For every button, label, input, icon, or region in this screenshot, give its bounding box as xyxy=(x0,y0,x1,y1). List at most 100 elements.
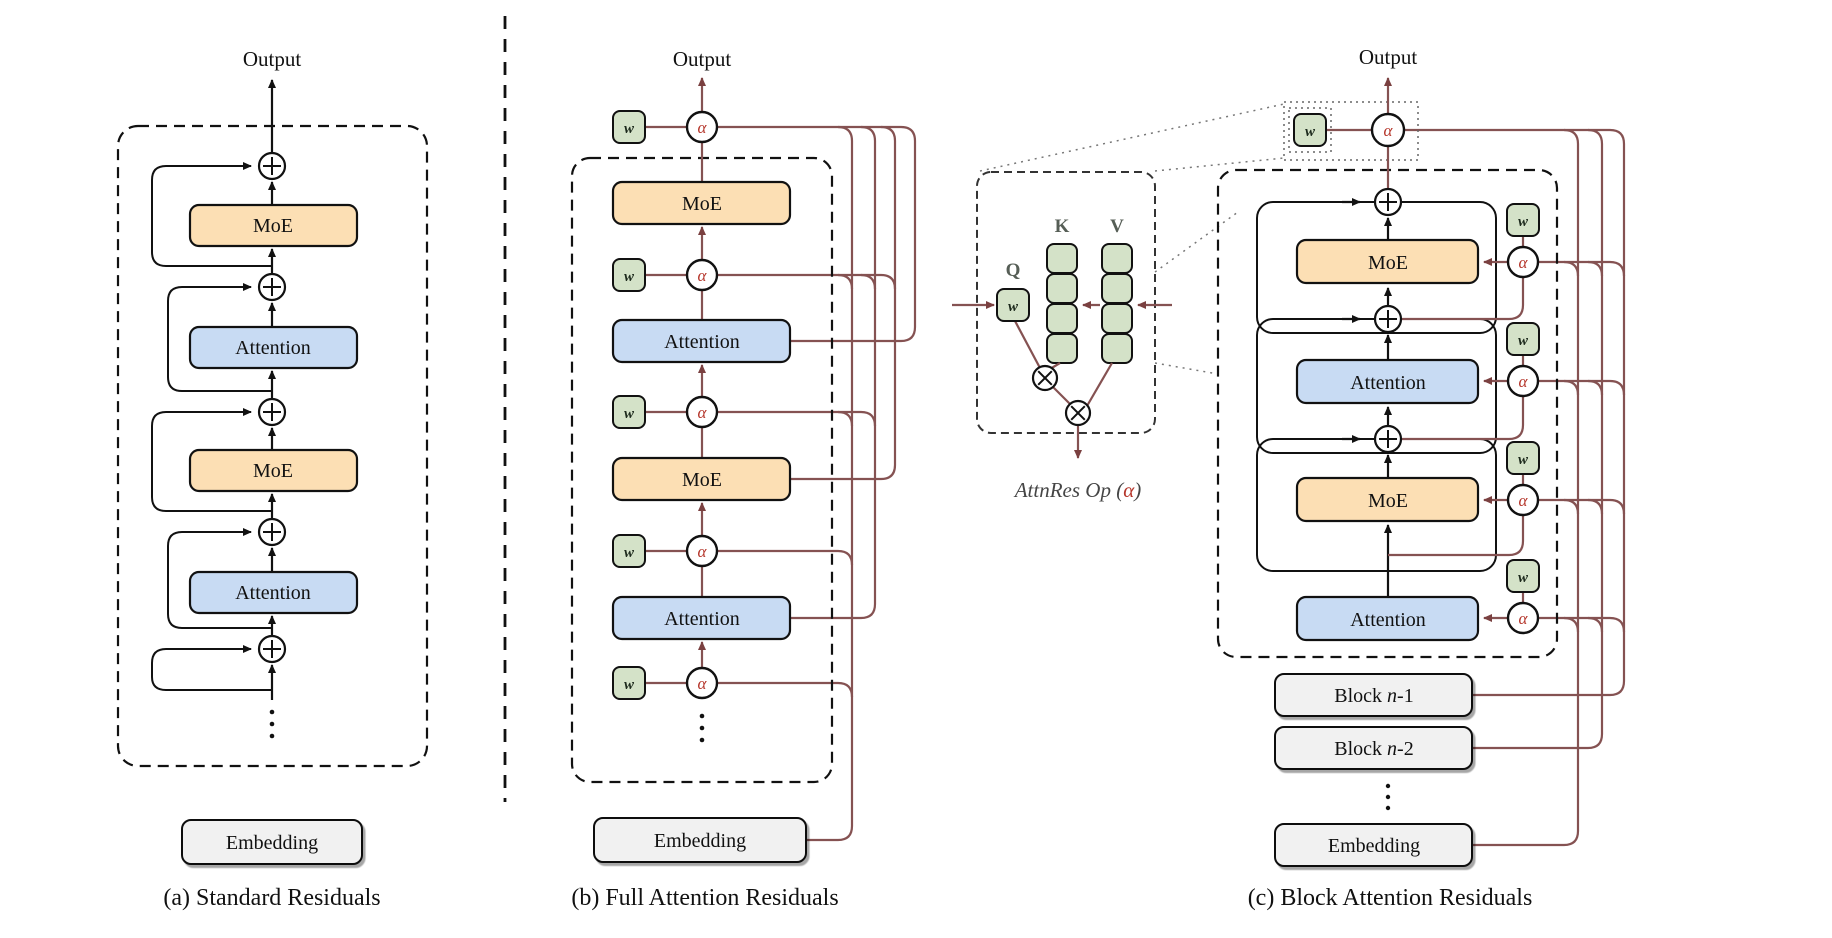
panel-a-wires xyxy=(151,79,276,700)
attention-label: Attention xyxy=(664,331,740,353)
w-gate: w xyxy=(1506,441,1540,475)
v-label: V xyxy=(1110,216,1124,237)
alpha-glyph: α xyxy=(1519,253,1529,272)
embedding-label: Embedding xyxy=(654,830,746,852)
attnres-detail: K V Q w AttnRes Op (α) xyxy=(952,103,1285,502)
w-glyph: w xyxy=(624,121,635,137)
multiply-node xyxy=(1064,399,1092,427)
w-gate-query: w xyxy=(996,288,1030,322)
detail-dashed-box xyxy=(976,171,1156,434)
attention-block: Attention xyxy=(611,318,792,364)
block-n1: Block n-1 xyxy=(1274,673,1473,717)
k-column xyxy=(1046,243,1078,364)
moe-label: MoE xyxy=(682,469,722,491)
add-node xyxy=(1373,304,1403,334)
v-column xyxy=(1101,243,1133,364)
alpha-glyph: α xyxy=(1519,372,1529,391)
moe-label: MoE xyxy=(1368,252,1408,274)
moe-label: MoE xyxy=(1368,490,1408,512)
attention-label: Attention xyxy=(1350,372,1426,394)
q-label: Q xyxy=(1006,260,1021,281)
w-gate: w xyxy=(612,395,646,429)
w-glyph: w xyxy=(1518,452,1529,468)
vertical-ellipsis xyxy=(1385,783,1391,811)
alpha-glyph: α xyxy=(1519,609,1529,628)
alpha-glyph: α xyxy=(698,403,708,422)
w-glyph: w xyxy=(624,677,635,693)
output-label: Output xyxy=(243,47,302,71)
alpha-node: α xyxy=(685,534,719,568)
moe-label: MoE xyxy=(253,215,293,237)
moe-label: MoE xyxy=(253,460,293,482)
alpha-node: α xyxy=(685,258,719,292)
block-n2: Block n-2 xyxy=(1274,726,1473,770)
k-label: K xyxy=(1055,216,1070,237)
moe-block: MoE xyxy=(1295,238,1480,285)
w-gate: w xyxy=(1506,203,1540,237)
multiply-node xyxy=(1031,364,1059,392)
detail-wires xyxy=(952,301,1172,459)
alpha-node: α xyxy=(1370,112,1406,148)
add-node xyxy=(257,151,287,181)
panel-a: Output MoE Attention MoE Attention Embed… xyxy=(116,47,429,911)
callout-dotted-lines xyxy=(979,103,1285,375)
attention-block: Attention xyxy=(188,570,359,615)
embedding-block: Embedding xyxy=(593,817,807,863)
skip-connection xyxy=(151,162,272,267)
alpha-glyph: α xyxy=(1384,121,1394,140)
w-gate: w xyxy=(1506,559,1540,593)
attention-label: Attention xyxy=(235,337,311,359)
output-label: Output xyxy=(673,47,732,71)
alpha-node: α xyxy=(1506,245,1540,279)
alpha-node: α xyxy=(1506,483,1540,517)
moe-block: MoE xyxy=(188,448,359,493)
alpha-glyph: α xyxy=(698,542,708,561)
add-node xyxy=(257,272,287,302)
panel-b: Output MoE Attention MoE Attention w α w… xyxy=(570,47,917,911)
alpha-glyph: α xyxy=(1519,491,1529,510)
alpha-glyph: α xyxy=(698,266,708,285)
embedding-label: Embedding xyxy=(1328,835,1420,857)
attnres-op-label: AttnRes Op (α) xyxy=(1013,478,1142,502)
panel-b-center-wires xyxy=(645,77,706,685)
panel-c-caption: (c) Block Attention Residuals xyxy=(1248,885,1533,911)
w-glyph: w xyxy=(624,269,635,285)
skip-connection xyxy=(151,408,272,512)
attention-label: Attention xyxy=(235,582,311,604)
w-gate: w xyxy=(612,110,646,144)
attention-block: Attention xyxy=(1295,358,1480,405)
vertical-ellipsis xyxy=(699,713,705,743)
svg-text:Block n-2: Block n-2 xyxy=(1334,738,1413,760)
alpha-node: α xyxy=(1506,364,1540,398)
attention-label: Attention xyxy=(664,608,740,630)
attention-block: Attention xyxy=(611,595,792,641)
attention-block: Attention xyxy=(1295,595,1480,642)
attention-label: Attention xyxy=(1350,609,1426,631)
w-glyph: w xyxy=(1518,214,1529,230)
moe-block: MoE xyxy=(188,203,359,248)
alpha-glyph: α xyxy=(698,118,708,137)
w-glyph: w xyxy=(624,406,635,422)
alpha-node: α xyxy=(1506,601,1540,635)
attention-block: Attention xyxy=(188,325,359,370)
skip-connection xyxy=(167,283,272,392)
add-node xyxy=(257,517,287,547)
panel-c-residual-lines xyxy=(1404,128,1626,847)
panel-c-alpha-wires xyxy=(1388,236,1525,622)
moe-label: MoE xyxy=(682,193,722,215)
alpha-node: α xyxy=(685,395,719,429)
alpha-node: α xyxy=(685,666,719,700)
panel-c-center-wires xyxy=(1326,77,1392,597)
w-glyph: w xyxy=(1518,333,1529,349)
w-gate: w xyxy=(612,666,646,700)
vertical-ellipsis xyxy=(269,709,275,739)
add-node xyxy=(257,397,287,427)
alpha-glyph: α xyxy=(698,674,708,693)
alpha-node: α xyxy=(685,110,719,144)
add-node xyxy=(257,634,287,664)
w-gate: w xyxy=(1506,322,1540,356)
callout-rects xyxy=(1283,101,1419,161)
w-gate: w xyxy=(1293,113,1327,147)
